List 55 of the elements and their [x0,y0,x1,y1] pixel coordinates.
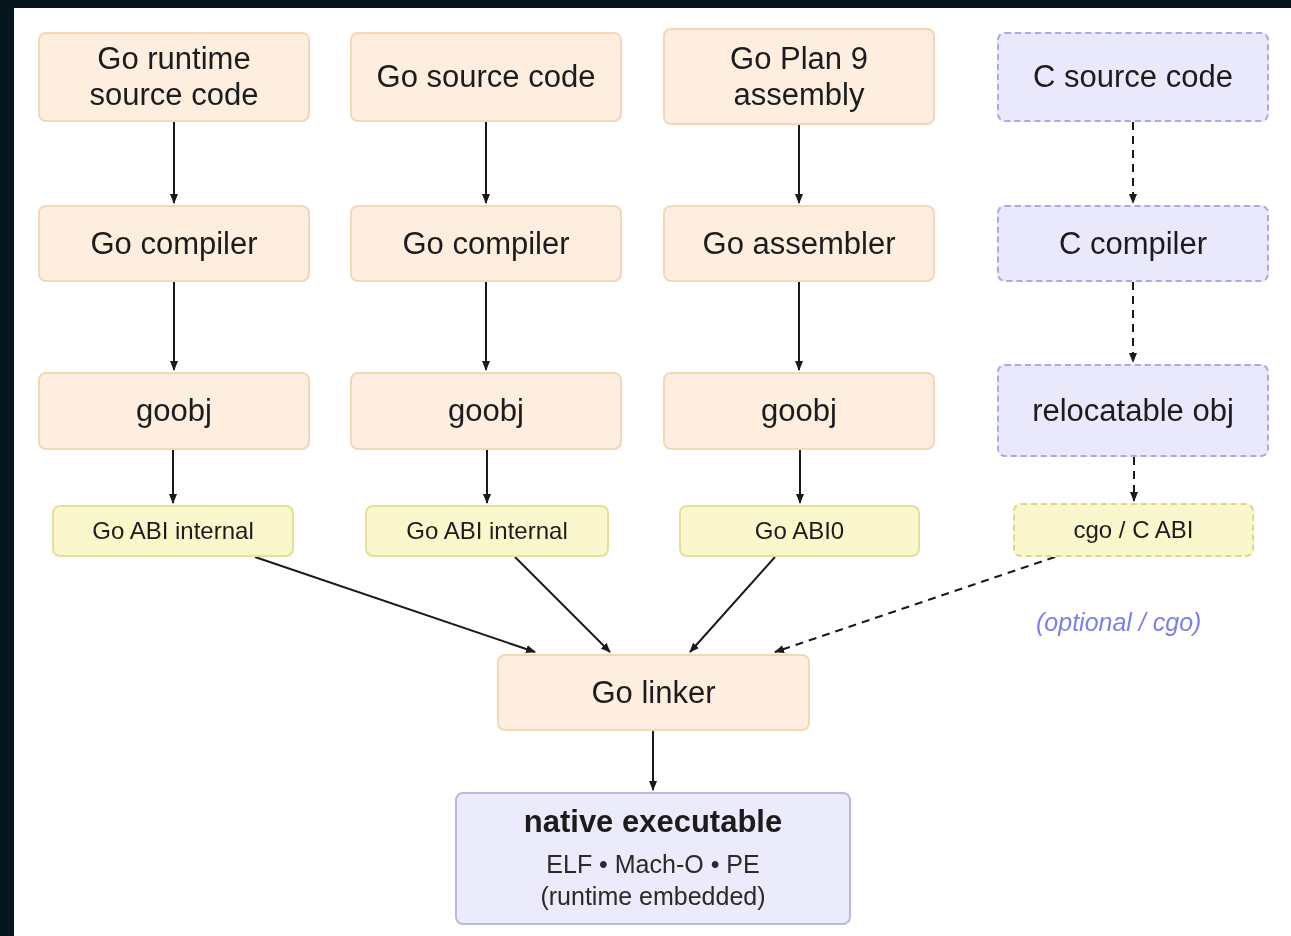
node-title: goobj [136,393,212,429]
process-box [350,205,622,282]
node-title: cgo / C ABI [1073,516,1194,544]
node-title: Go assembler [702,225,896,262]
node-title: Go source code [376,59,596,95]
arrow [483,449,491,504]
node-title: Go compiler [402,225,570,262]
node-title: goobj [761,393,837,429]
process-box [997,205,1269,282]
process-box [365,505,609,557]
node-description: ELF • Mach-O • PE (runtime embedded) [539,848,767,913]
node-title: Go linker [591,674,716,711]
arrow [482,121,490,204]
node-title: relocatable obj [1032,392,1234,429]
process-box [455,792,851,925]
arrow [1129,281,1137,363]
node-title: Go ABI internal [406,517,568,545]
process-box [38,32,310,122]
process-box [679,505,920,557]
process-box [997,32,1269,122]
arrow [482,281,490,371]
node-title: Go runtime source code [88,41,260,113]
process-box [1013,503,1254,557]
arrow [169,449,177,504]
arrow [254,556,536,653]
arrow [514,556,611,653]
node-title: goobj [448,393,524,429]
arrow [1130,456,1138,502]
arrow [170,281,178,371]
process-box [38,205,310,282]
arrow [774,556,1056,653]
arrow [795,124,803,204]
node-title: Go Plan 9 assembly [729,40,869,113]
arrow [1129,121,1137,204]
process-box [52,505,294,557]
process-box [997,364,1269,457]
process-box [350,32,622,122]
node-title: native executable [523,804,783,840]
arrow [170,121,178,204]
process-box [663,372,935,450]
note: (optional / cgo) [1036,608,1202,637]
process-box [663,28,935,125]
arrow [689,556,776,653]
node-title: Go ABI internal [92,517,254,545]
process-box [350,372,622,450]
node-title: C source code [1033,59,1233,95]
process-box [663,205,935,282]
arrow [649,730,657,791]
node-title: Go ABI0 [754,517,845,545]
node-title: C compiler [1058,225,1208,262]
process-box [497,654,810,731]
node-title: Go compiler [90,225,258,262]
arrow [795,281,803,371]
process-box [38,372,310,450]
arrow [796,449,804,504]
